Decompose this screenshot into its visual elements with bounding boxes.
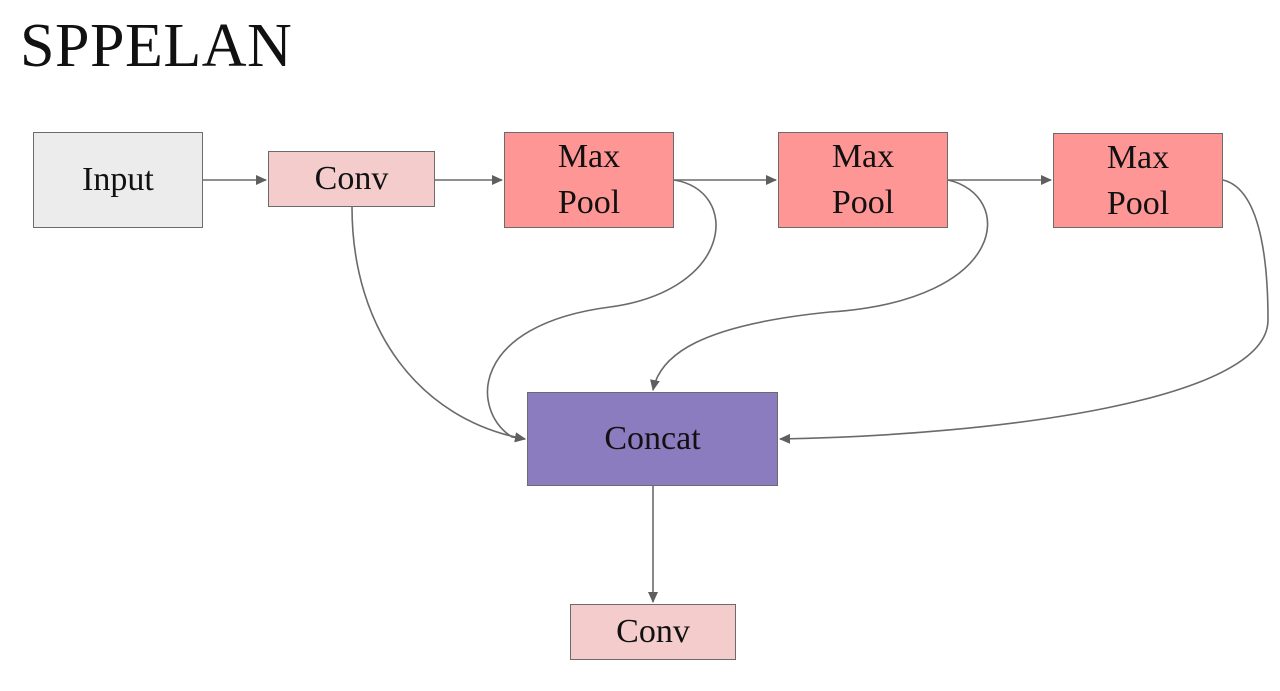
node-conv-output: Conv: [570, 604, 736, 660]
node-maxpool-1-line2: Pool: [557, 184, 621, 221]
node-input-label: Input: [82, 161, 154, 198]
node-conv-first-label: Conv: [314, 160, 389, 197]
node-concat: Concat: [527, 392, 778, 486]
edge-maxpool2-to-concat: [650, 179, 989, 391]
diagram-title: SPPELAN: [20, 12, 293, 80]
edge-conv-to-concat: [351, 206, 526, 443]
node-maxpool-1-line1: Max: [557, 138, 621, 175]
node-concat-label: Concat: [604, 420, 701, 457]
node-maxpool-3: Max Pool: [1053, 133, 1223, 228]
node-maxpool-2-line1: Max: [831, 138, 895, 175]
node-maxpool-3-line1: Max: [1106, 138, 1170, 176]
node-maxpool-3-line2: Pool: [1106, 184, 1170, 222]
edge-maxpool1-to-concat: [486, 179, 717, 443]
node-input: Input: [33, 132, 203, 228]
node-conv-output-label: Conv: [616, 613, 690, 650]
node-conv-first: Conv: [268, 151, 435, 207]
node-maxpool-2: Max Pool: [778, 132, 948, 228]
node-maxpool-1: Max Pool: [504, 132, 674, 228]
edge-maxpool3-to-concat: [779, 179, 1269, 444]
node-maxpool-2-line2: Pool: [831, 184, 895, 221]
